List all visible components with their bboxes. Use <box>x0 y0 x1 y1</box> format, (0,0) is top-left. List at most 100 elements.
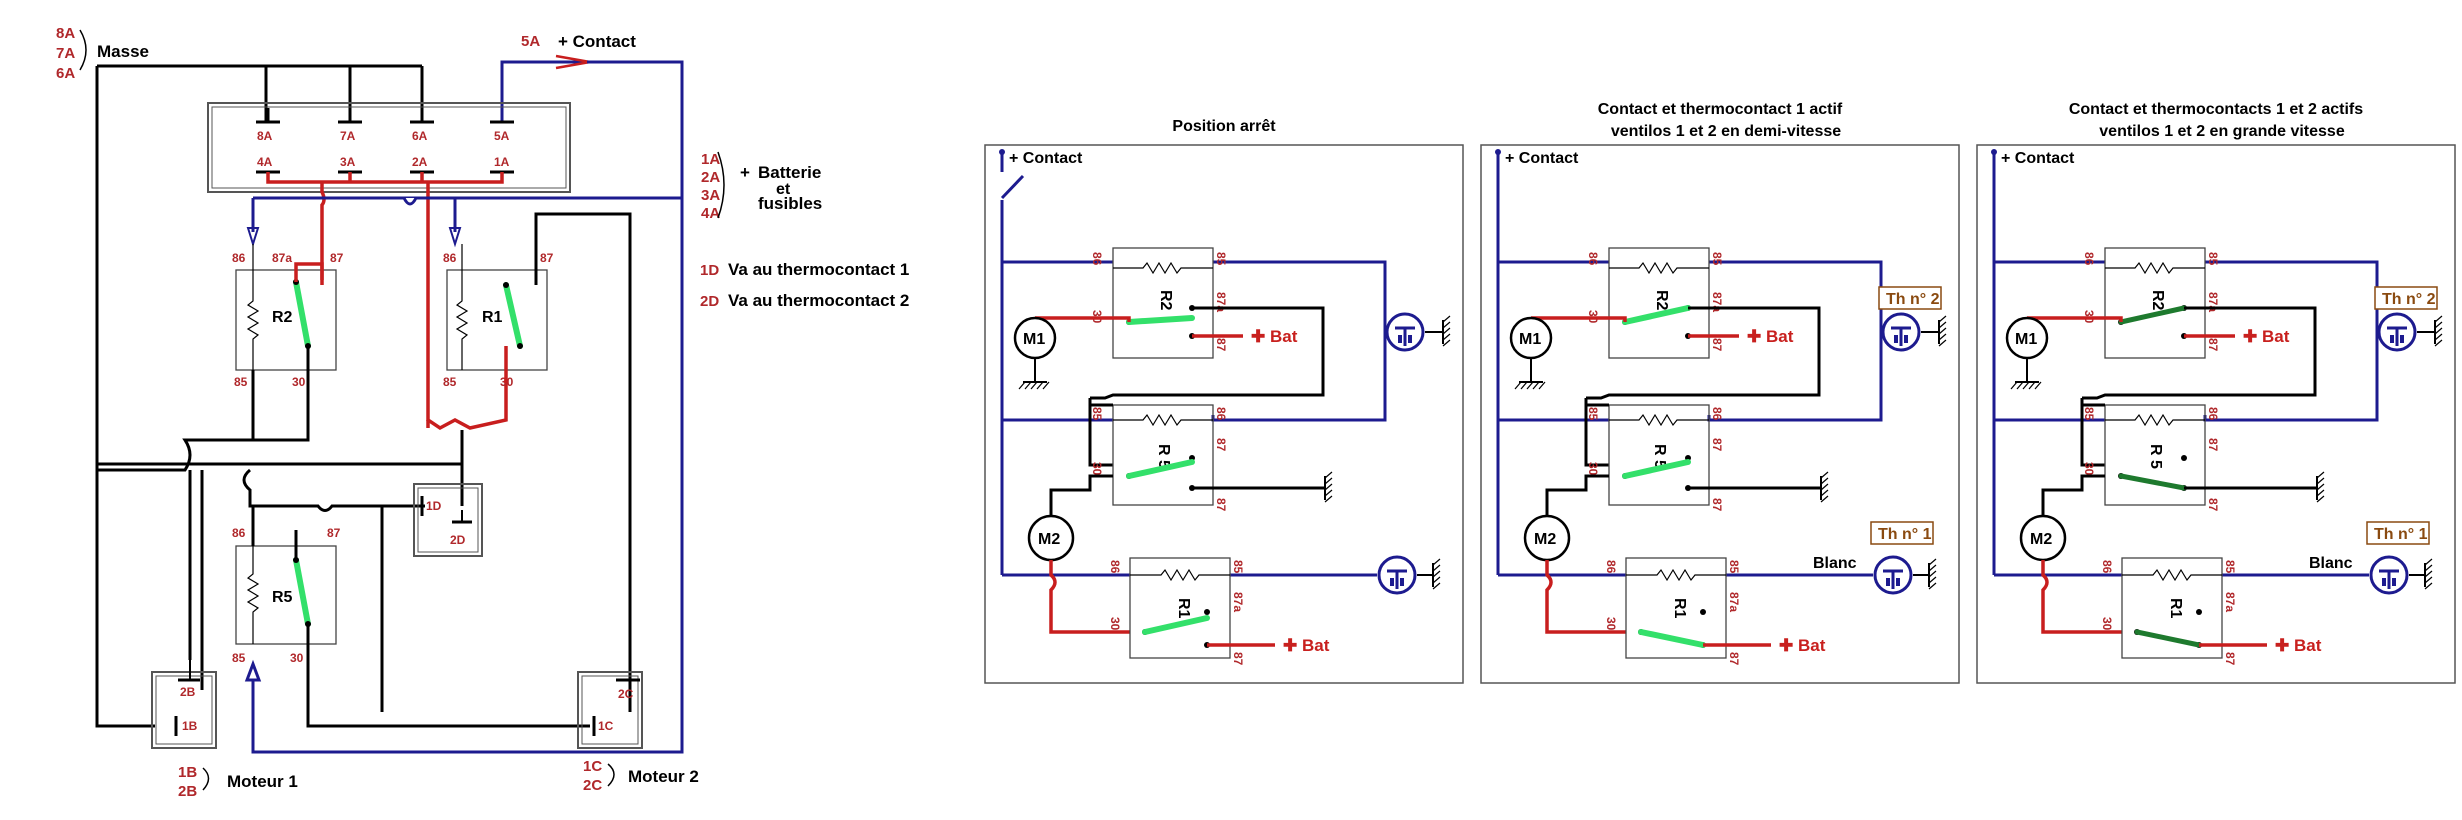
r1-label: R1 <box>1175 598 1192 619</box>
r2-pin-86: 86 <box>1090 252 1104 266</box>
moteur2-code-2c: 2C <box>583 777 602 794</box>
panel-subtitle: ventilos 1 et 2 en demi-vitesse <box>1611 123 1841 140</box>
r2-pin-85: 85 <box>234 375 248 389</box>
panel-title: Position arrêt <box>1172 118 1276 135</box>
relay-r2 <box>2104 247 2206 359</box>
r1-pin-87a: 87a <box>1727 592 1741 612</box>
r5-pin-85: 85 <box>2082 407 2096 421</box>
r5-pin-86: 86 <box>2206 407 2220 421</box>
moteur1-code-1b: 1B <box>178 764 197 781</box>
r5-pin-87: 87 <box>1710 438 1724 452</box>
r1-pin-85: 85 <box>1727 560 1741 574</box>
moteur1-label: Moteur 1 <box>227 772 298 791</box>
conn-4a: 4A <box>257 155 273 169</box>
contact-code: 5A <box>521 33 540 50</box>
r1-pin-87: 87 <box>1231 652 1245 666</box>
r5-pin-87b: 87 <box>1214 498 1228 512</box>
r1-label: R1 <box>482 309 503 326</box>
contact-label: + Contact <box>558 32 636 51</box>
r2-pin-85: 85 <box>1710 252 1724 266</box>
m1-label: M1 <box>2015 331 2037 348</box>
panel-2: Contact et thermocontact 1 actif ventilos… <box>1480 101 1960 684</box>
r1-pin-87a: 87a <box>2223 592 2237 612</box>
bat-label-r1: ✚ Bat <box>1779 636 1826 655</box>
conn-2b: 2B <box>180 685 196 699</box>
bat-label-r1: ✚ Bat <box>1283 636 1330 655</box>
panel-frame <box>984 144 1464 684</box>
r2-pin-87: 87 <box>330 251 344 265</box>
r2-pin-85: 85 <box>1214 252 1228 266</box>
r1-pin-87: 87 <box>1727 652 1741 666</box>
th1-label: Th n° 1 <box>1878 526 1932 543</box>
conn-2c: 2C <box>618 687 634 701</box>
r1-pin-85: 85 <box>1231 560 1245 574</box>
conn-1d: 1D <box>426 499 442 513</box>
conn-1c: 1C <box>598 719 614 733</box>
panel-title: Contact et thermocontact 1 actif <box>1598 101 1843 118</box>
legend-1d-code: 1D <box>700 262 719 279</box>
r2-label: R2 <box>2149 290 2166 311</box>
legend-2d-code: 2D <box>700 293 719 310</box>
r1-label: R1 <box>2167 598 2184 619</box>
conn-5a: 5A <box>494 129 510 143</box>
conn-7a: 7A <box>340 129 356 143</box>
th1-label: Th n° 1 <box>2374 526 2428 543</box>
blanc-label: Blanc <box>2309 555 2353 572</box>
masse-code-6a: 6A <box>56 65 75 82</box>
legend-2d-text: Va au thermocontact 2 <box>728 291 909 310</box>
r5-pin-30: 30 <box>1090 462 1104 476</box>
r5-label: R 5 <box>1155 444 1172 469</box>
panel-frame <box>1976 144 2456 684</box>
left-schematic: 8A 7A 6A Masse 5A + Contact 8A 7A 6A 5A … <box>56 25 909 800</box>
r1-pin-85: 85 <box>443 375 457 389</box>
m2-label: M2 <box>1038 531 1060 548</box>
r5-pin-87: 87 <box>1214 438 1228 452</box>
bat-label-r2: ✚ Bat <box>2243 327 2290 346</box>
bat-label-r2: ✚ Bat <box>1251 327 1298 346</box>
conn-2d: 2D <box>450 533 466 547</box>
bat-code-3a: 3A <box>701 187 720 204</box>
r2-pin-86: 86 <box>1586 252 1600 266</box>
r2-pin-87: 87 <box>1710 338 1724 352</box>
bat-code-4a: 4A <box>701 205 720 222</box>
r2-pin-87a: 87a <box>272 251 292 265</box>
contact-label: + Contact <box>2001 150 2075 167</box>
blanc-label: Blanc <box>1813 555 1857 572</box>
r1-pin-87: 87 <box>2223 652 2237 666</box>
r2-label: R2 <box>272 309 293 326</box>
r5-pin-87: 87 <box>327 526 341 540</box>
r5-pin-87: 87 <box>2206 438 2220 452</box>
conn-8a: 8A <box>257 129 273 143</box>
r5-pin-30: 30 <box>2082 462 2096 476</box>
r2-pin-86: 86 <box>2082 252 2096 266</box>
relay-r5 <box>1608 404 1710 506</box>
r5-label: R 5 <box>1651 444 1668 469</box>
m2-label: M2 <box>2030 531 2052 548</box>
r2-label: R2 <box>1157 290 1174 311</box>
r2-label: R2 <box>1653 290 1670 311</box>
th2-label: Th n° 2 <box>2382 291 2436 308</box>
r5-pin-87b: 87 <box>2206 498 2220 512</box>
relay-r5 <box>2104 404 2206 506</box>
r5-label: R 5 <box>2147 444 2164 469</box>
r5-pin-30: 30 <box>290 651 304 665</box>
r5-pin-85: 85 <box>1586 407 1600 421</box>
conn-2a: 2A <box>412 155 428 169</box>
batterie-plus: + <box>740 163 750 182</box>
batterie-et: et <box>776 181 791 198</box>
relay-r5 <box>235 545 337 645</box>
relay-r2 <box>1608 247 1710 359</box>
m1-label: M1 <box>1023 331 1045 348</box>
bat-code-2a: 2A <box>701 169 720 186</box>
r5-pin-86: 86 <box>1214 407 1228 421</box>
r1-pin-30: 30 <box>1108 617 1122 631</box>
bat-label-r2: ✚ Bat <box>1747 327 1794 346</box>
r2-pin-87: 87 <box>1214 338 1228 352</box>
batterie-label: Batterie <box>758 163 821 182</box>
r1-pin-87: 87 <box>540 251 554 265</box>
r1-pin-85: 85 <box>2223 560 2237 574</box>
r5-label: R5 <box>272 589 293 606</box>
relay-r1 <box>2121 557 2223 659</box>
